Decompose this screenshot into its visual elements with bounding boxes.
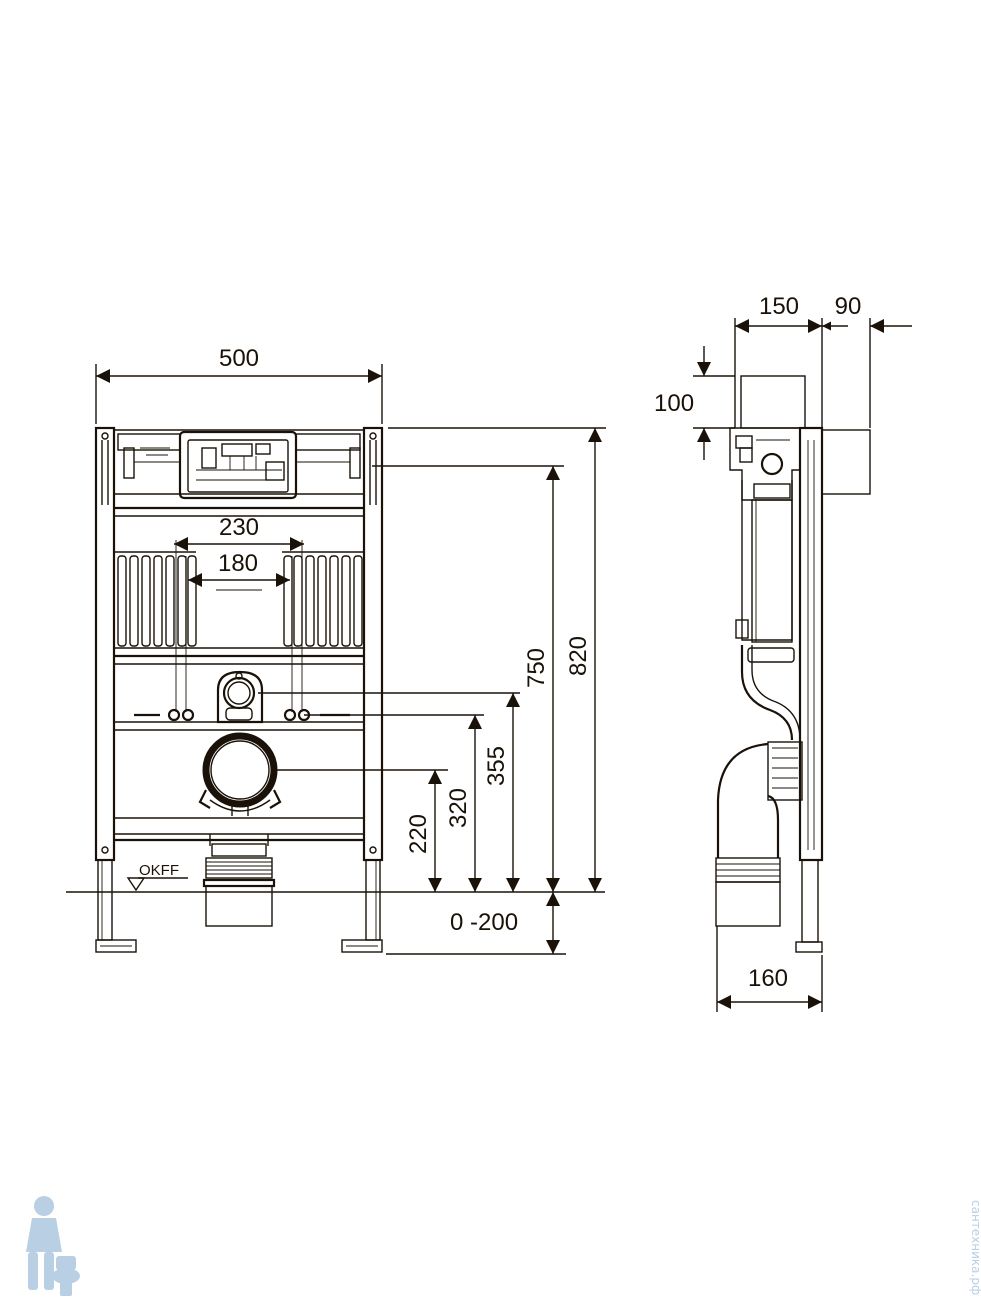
dimension-height-750: 750 xyxy=(523,466,560,892)
svg-text:0 -200: 0 -200 xyxy=(450,909,518,936)
dimension-height-220: 220 xyxy=(405,770,442,892)
side-cistern xyxy=(729,427,801,663)
dimension-bolt-spacing-180: 180 xyxy=(188,550,290,587)
svg-text:320: 320 xyxy=(445,788,472,828)
flush-pipe xyxy=(740,645,794,741)
side-outlet-elbow xyxy=(715,741,803,927)
floor-level-symbol: OKFF xyxy=(126,862,188,892)
side-view: 150 90 100 xyxy=(654,293,912,1012)
dimension-height-820: 820 xyxy=(565,428,602,892)
mounting-bolts xyxy=(134,540,350,722)
svg-text:220: 220 xyxy=(405,814,432,854)
svg-text:90: 90 xyxy=(835,293,862,320)
svg-text:230: 230 xyxy=(219,514,259,541)
watermark: сантехника.рф xyxy=(26,1196,981,1296)
water-inlet xyxy=(216,670,264,724)
plumber-toilet-icon xyxy=(26,1196,80,1296)
front-view: OKFF 500 230 180 xyxy=(66,345,606,955)
svg-text:750: 750 xyxy=(523,648,550,688)
svg-text:820: 820 xyxy=(565,636,592,676)
watermark-text: сантехника.рф xyxy=(969,1200,981,1295)
waste-outlet xyxy=(198,732,282,816)
dimension-height-355: 355 xyxy=(483,693,520,892)
frame-feet xyxy=(95,859,383,953)
drain-pipe xyxy=(202,843,276,927)
dimension-depth-90: 90 xyxy=(822,293,912,333)
dimension-depth-150: 150 xyxy=(735,293,822,333)
dimension-pipe-spacing-230: 230 xyxy=(174,514,304,551)
svg-text:150: 150 xyxy=(759,293,799,320)
dimension-width-500: 500 xyxy=(96,345,382,383)
ribbed-support-right xyxy=(282,551,364,647)
flush-box-right xyxy=(821,429,871,495)
dimension-box-height-100: 100 xyxy=(654,346,735,460)
frame-uprights xyxy=(94,426,384,862)
svg-text:160: 160 xyxy=(748,965,788,992)
ribbed-support-left xyxy=(114,551,364,665)
cistern-top xyxy=(114,429,364,517)
dimension-outlet-depth-160: 160 xyxy=(716,926,823,1012)
svg-text:100: 100 xyxy=(654,390,694,417)
svg-text:180: 180 xyxy=(218,550,258,577)
dimension-leg-adjust: 0 -200 xyxy=(450,892,560,954)
floor-level-label: OKFF xyxy=(139,862,179,879)
flush-plate-frame xyxy=(178,430,298,500)
reference-lines xyxy=(95,364,606,955)
svg-text:500: 500 xyxy=(219,345,259,372)
flush-box-top xyxy=(740,375,806,429)
side-upright xyxy=(795,426,824,953)
dimension-height-320: 320 xyxy=(445,715,482,892)
svg-text:355: 355 xyxy=(483,746,510,786)
